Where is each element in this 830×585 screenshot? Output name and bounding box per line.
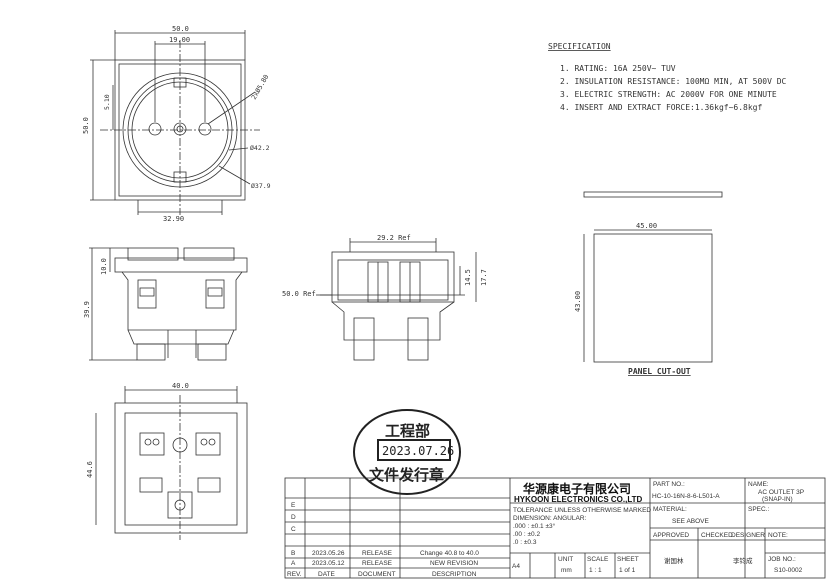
description-header: DESCRIPTION [432, 571, 477, 578]
tolerance-line: DIMENSION: ANGULAR: [513, 515, 587, 522]
designer-signature: 李钧成 [733, 556, 753, 565]
dim-44-6: 44.6 [86, 461, 94, 478]
name-line-2: (SNAP-IN) [762, 496, 793, 503]
dim-10: 10.0 [100, 258, 108, 275]
job-no-label: JOB NO.: [768, 556, 796, 563]
rev-cell: A [291, 560, 296, 567]
dim-37-9: Ø37.9 [251, 182, 271, 190]
stamp-date: 2023.07.26 [382, 444, 454, 458]
rev-cell: D [291, 514, 296, 521]
tolerance-line: .00 : ±0.2 [513, 531, 540, 538]
designer-label: DESIGNER [731, 532, 765, 539]
date-cell: 2023.05.12 [312, 560, 345, 567]
company-name-en: HYKOON ELECTRONICS CO.,LTD [514, 495, 643, 504]
panel-cut-out-label: PANEL CUT-OUT [628, 367, 691, 376]
part-no: HC-10-16N-8-6-L501-A [652, 493, 720, 500]
dim-17-7: 17.7 [480, 269, 488, 286]
stamp-seal: 文件发行章 [369, 466, 444, 484]
spec-item: 4. INSERT AND EXTRACT FORCE:1.36kgf~6.8k… [560, 103, 762, 112]
unit-value: mm [561, 567, 572, 574]
part-no-label: PART NO.: [653, 481, 685, 488]
dim-5-10: 5.10 [103, 94, 111, 110]
tolerance-line: .0 : ±0.3 [513, 539, 537, 546]
front-view [90, 30, 260, 215]
approved-signature: 谢国林 [664, 556, 684, 565]
checked-label: CHECKED [701, 532, 733, 539]
spec-item: 2. INSULATION RESISTANCE: 100MΩ MIN, AT … [560, 77, 787, 86]
job-no-value: S10-0002 [774, 567, 803, 574]
spec-item: 1. RATING: 16A 250V~ TUV [560, 64, 676, 73]
panel-dim-labels: 45.00 43.00 PANEL CUT-OUT [574, 222, 691, 376]
name-label: NAME: [748, 481, 769, 488]
tolerance-line: .000 : ±0.1 ±3° [513, 522, 556, 530]
stamp-dept: 工程部 [385, 422, 430, 440]
title-block-text: 华源康电子有限公司 HYKOON ELECTRONICS CO.,LTD PAR… [512, 481, 804, 574]
dim-45: 45.00 [636, 222, 657, 230]
dim-43: 43.00 [574, 291, 582, 312]
rev-header: REV. [287, 571, 302, 578]
spec-heading: SPECIFICATION [548, 42, 611, 51]
note-label: NOTE: [768, 532, 788, 539]
sheet-value: 1 of 1 [619, 567, 636, 574]
dim-32-90: 32.90 [163, 215, 184, 223]
side-dim-labels: 10.0 39.9 [83, 258, 108, 318]
dim-39-9: 39.9 [83, 301, 91, 318]
material-label: MATERIAL: [653, 506, 687, 513]
specification: SPECIFICATION 1. RATING: 16A 250V~ TUV 2… [548, 42, 787, 112]
name-line-1: AC OUTLET 3P [758, 489, 804, 496]
doc-cell: RELEASE [362, 550, 393, 557]
side-view [89, 247, 248, 361]
scale-label: SCALE [587, 556, 609, 563]
material-value: SEE ABOVE [672, 518, 710, 525]
bottom-dim-labels: 40.0 44.6 [86, 382, 189, 478]
date-header: DATE [318, 571, 336, 578]
rev-cell: E [291, 502, 296, 509]
company-name-cn: 华源康电子有限公司 [523, 481, 631, 496]
approved-label: APPROVED [653, 532, 689, 539]
desc-cell: Change 40.8 to 40.0 [420, 550, 479, 557]
desc-cell: NEW REVISION [430, 560, 478, 567]
unit-label: UNIT [558, 556, 573, 563]
dim-50-height: 50.0 [82, 117, 90, 134]
dim-50-width: 50.0 [172, 25, 189, 33]
dim-42-2: Ø42.2 [250, 144, 270, 152]
sheet-label: SHEET [617, 556, 639, 563]
dim-14-5: 14.5 [464, 269, 472, 286]
paper-size: A4 [512, 563, 520, 570]
document-header: DOCUMENT [358, 571, 396, 578]
dim-50-ref: 50.0 Ref [282, 290, 316, 298]
revision-table: E D C B 2023.05.26 RELEASE Change 40.8 t… [287, 502, 479, 578]
stamp: 工程部 2023.07.26 文件发行章 [369, 422, 454, 484]
section-dim-labels: 29.2 Ref 50.0 Ref 14.5 17.7 [282, 234, 488, 298]
dim-hole: 2xØ5.80 [250, 73, 271, 101]
doc-cell: RELEASE [362, 560, 393, 567]
date-cell: 2023.05.26 [312, 550, 345, 557]
bottom-view [95, 386, 248, 540]
scale-value: 1 : 1 [589, 567, 602, 574]
stamp-frame [353, 409, 461, 495]
dim-40: 40.0 [172, 382, 189, 390]
rev-cell: C [291, 526, 296, 533]
panel-cut-out-view [583, 191, 723, 363]
spec-item: 3. ELECTRIC STRENGTH: AC 2000V FOR ONE M… [560, 90, 777, 99]
rev-cell: B [291, 550, 295, 557]
dim-29-2-ref: 29.2 Ref [377, 234, 411, 242]
spec-label: SPEC.: [748, 506, 770, 513]
dim-19: 19.00 [169, 36, 190, 44]
title-block-frame [284, 477, 826, 579]
tolerance-line: TOLERANCE UNLESS OTHERWISE MARKED [513, 507, 651, 514]
section-view [316, 238, 477, 361]
